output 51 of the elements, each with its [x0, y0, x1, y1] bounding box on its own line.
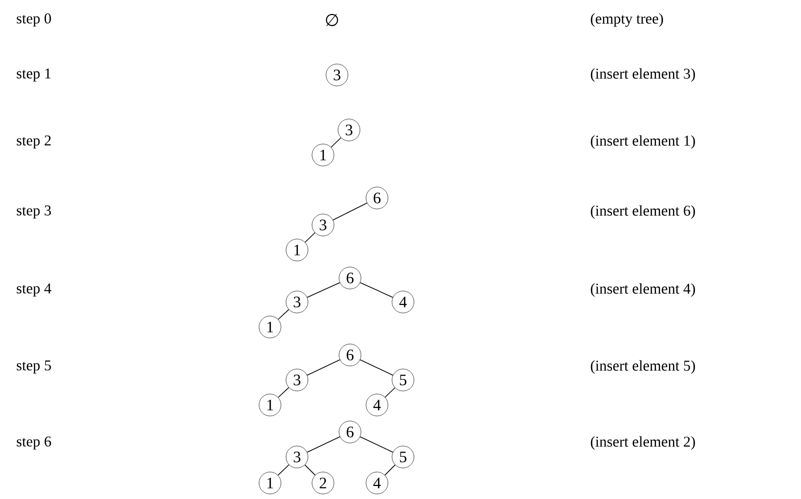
tree-node: 3: [326, 64, 348, 86]
step-note: (insert element 6): [590, 205, 695, 219]
step-note: (empty tree): [590, 13, 663, 27]
tree-edge: [304, 464, 316, 476]
tree-edge: [306, 359, 340, 376]
tree-node: 3: [338, 118, 360, 142]
empty-set-symbol: ∅: [326, 14, 338, 26]
tree-node: 1: [258, 316, 282, 338]
tree-node: 4: [366, 394, 388, 416]
step-note: (insert element 3): [590, 68, 695, 82]
step-label: step 5: [16, 360, 51, 374]
tree-edge: [306, 436, 340, 453]
tree-node: 6: [338, 344, 362, 366]
step-label: step 0: [16, 13, 51, 27]
tree-node: 2: [312, 472, 334, 494]
tree-node: 6: [338, 420, 362, 444]
tree-edge: [304, 232, 316, 243]
tree-node: 1: [258, 394, 282, 416]
tree-node: 1: [312, 144, 334, 166]
tree-node: 3: [312, 214, 334, 236]
step-label: step 4: [16, 284, 52, 296]
tree-node: 6: [366, 186, 388, 210]
tree-edge: [384, 387, 396, 398]
tree-node: 3: [286, 368, 308, 392]
tree-edge: [330, 137, 342, 148]
tree-node: 4: [392, 290, 414, 314]
tree-edge: [384, 464, 396, 476]
tree-edge: [360, 436, 394, 453]
tree-node: 3: [286, 290, 308, 314]
tree-node: 1: [258, 472, 282, 494]
tree-edge: [278, 309, 290, 320]
step-label: step 6: [16, 436, 52, 450]
step-note: (insert element 2): [590, 436, 695, 450]
step-note: (insert element 1): [590, 135, 695, 149]
tree-edge: [306, 282, 340, 298]
tree-node: 5: [392, 446, 414, 468]
tree-node: 4: [366, 472, 388, 494]
step-note: (insert element 4): [590, 283, 695, 297]
step-label: step 1: [16, 68, 51, 82]
tree-node: 1: [286, 238, 308, 262]
tree-edge: [360, 359, 394, 376]
step-label: step 3: [16, 205, 51, 219]
step-note: (insert element 5): [590, 360, 695, 374]
tree-edge: [360, 282, 394, 298]
step-label: step 2: [16, 135, 51, 149]
tree-node: 5: [392, 368, 414, 392]
tree-edge: [332, 202, 368, 220]
tree-node: 3: [286, 446, 308, 468]
tree-edge: [278, 464, 290, 476]
tree-node: 6: [338, 266, 362, 290]
tree-edge: [278, 387, 290, 398]
